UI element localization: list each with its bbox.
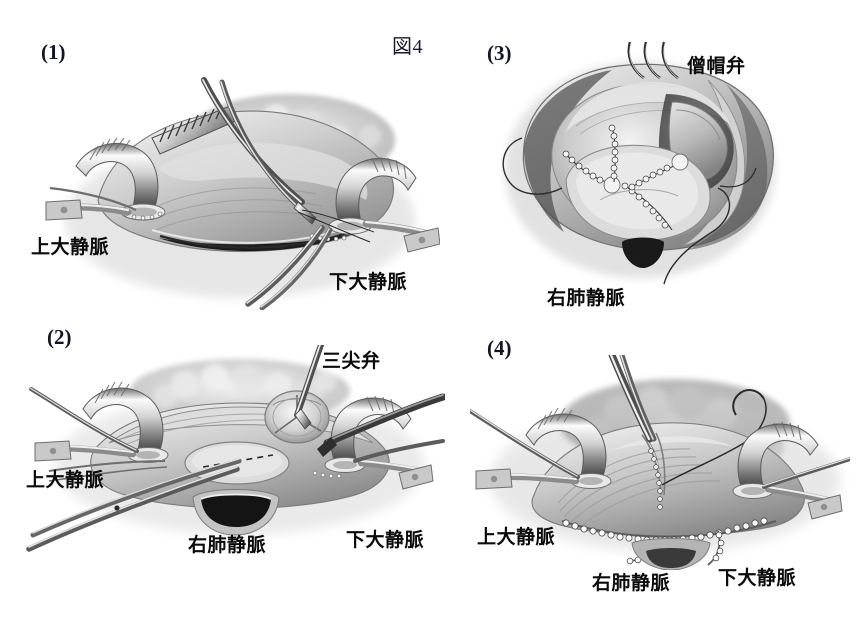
- svc-cannula-2: [29, 381, 169, 463]
- panel-2-label-ivc: 下大静脈: [346, 529, 425, 551]
- panel-1-label-svc: 上大静脈: [31, 236, 110, 258]
- figure-title: 図4: [392, 36, 423, 58]
- toothed-retractor: [151, 105, 239, 155]
- panel-2-label-tricuspid: 三尖弁: [322, 350, 381, 372]
- svc-cannula-4: [470, 407, 612, 490]
- surgical-scissors: [201, 77, 317, 225]
- panel-2-number: (2): [47, 325, 72, 349]
- needle-holder: [608, 355, 657, 443]
- suction-instrument: [317, 393, 445, 457]
- panel-4-illustration: [470, 355, 850, 570]
- ivc-cannula: [309, 156, 440, 253]
- panel-4-label-svc: 上大静脈: [477, 526, 556, 548]
- panel-4-number: (4): [487, 336, 512, 360]
- panel-4-label-ivc: 下大静脈: [718, 567, 797, 589]
- panel-2-illustration: [25, 345, 445, 560]
- lower-forceps-2: [26, 458, 242, 552]
- top-retraction-highlights: [629, 42, 680, 80]
- panel-3-label-rpv: 右肺静脈: [547, 287, 626, 309]
- panel-3-illustration: [480, 40, 810, 290]
- lower-forceps: [245, 225, 333, 310]
- open-incision: [641, 432, 666, 510]
- svc-cannula: [45, 137, 166, 221]
- panel-4-label-rpv: 右肺静脈: [592, 572, 671, 594]
- panel-2-label-svc: 上大静脈: [26, 469, 105, 491]
- panel-1-illustration: [40, 60, 440, 310]
- panel-3-number: (3): [487, 41, 512, 65]
- panel-1-label-ivc: 下大静脈: [329, 271, 408, 293]
- ivc-cannula-4: [732, 421, 850, 520]
- valve-retractor: [294, 345, 324, 430]
- panel-2-label-rpv: 右肺静脈: [188, 534, 267, 556]
- panel-1-number: (1): [41, 40, 66, 64]
- panel-3-label-mitral: 僧帽弁: [687, 55, 746, 77]
